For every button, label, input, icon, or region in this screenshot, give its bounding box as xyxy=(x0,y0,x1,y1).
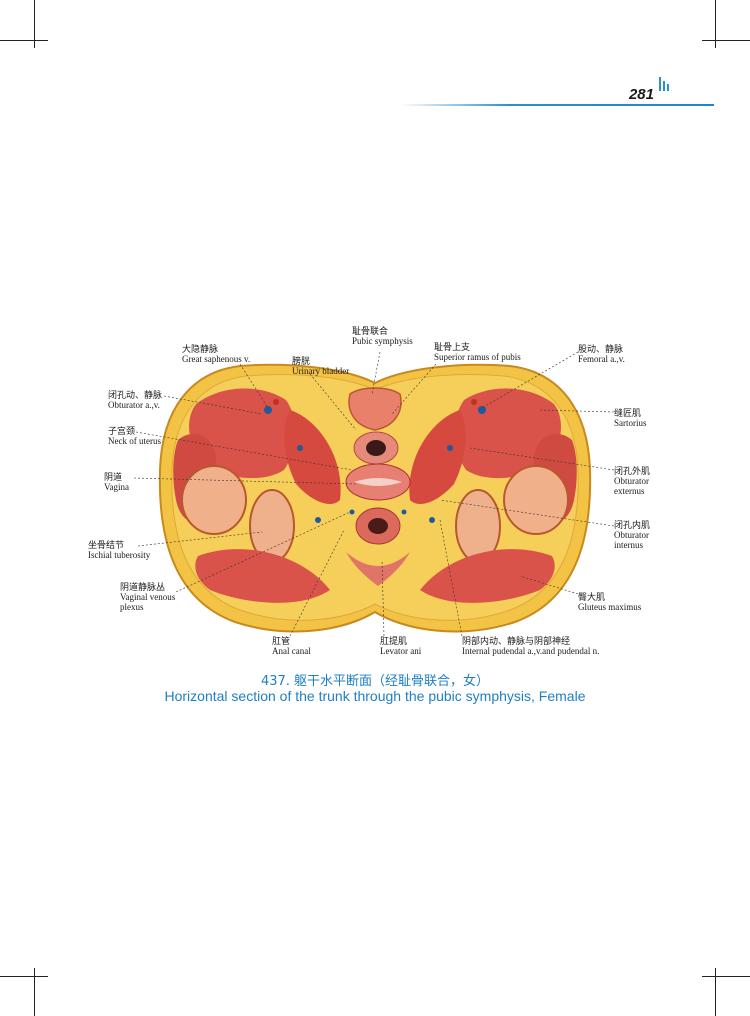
figure-caption-en: Horizontal section of the trunk through … xyxy=(164,688,586,704)
figure-caption-zh: 437. 躯干水平断面（经耻骨联合，女） xyxy=(260,674,490,689)
header-rule xyxy=(400,104,714,106)
anatomy-section-illustration xyxy=(133,351,615,637)
page-number: 281 xyxy=(628,86,654,103)
